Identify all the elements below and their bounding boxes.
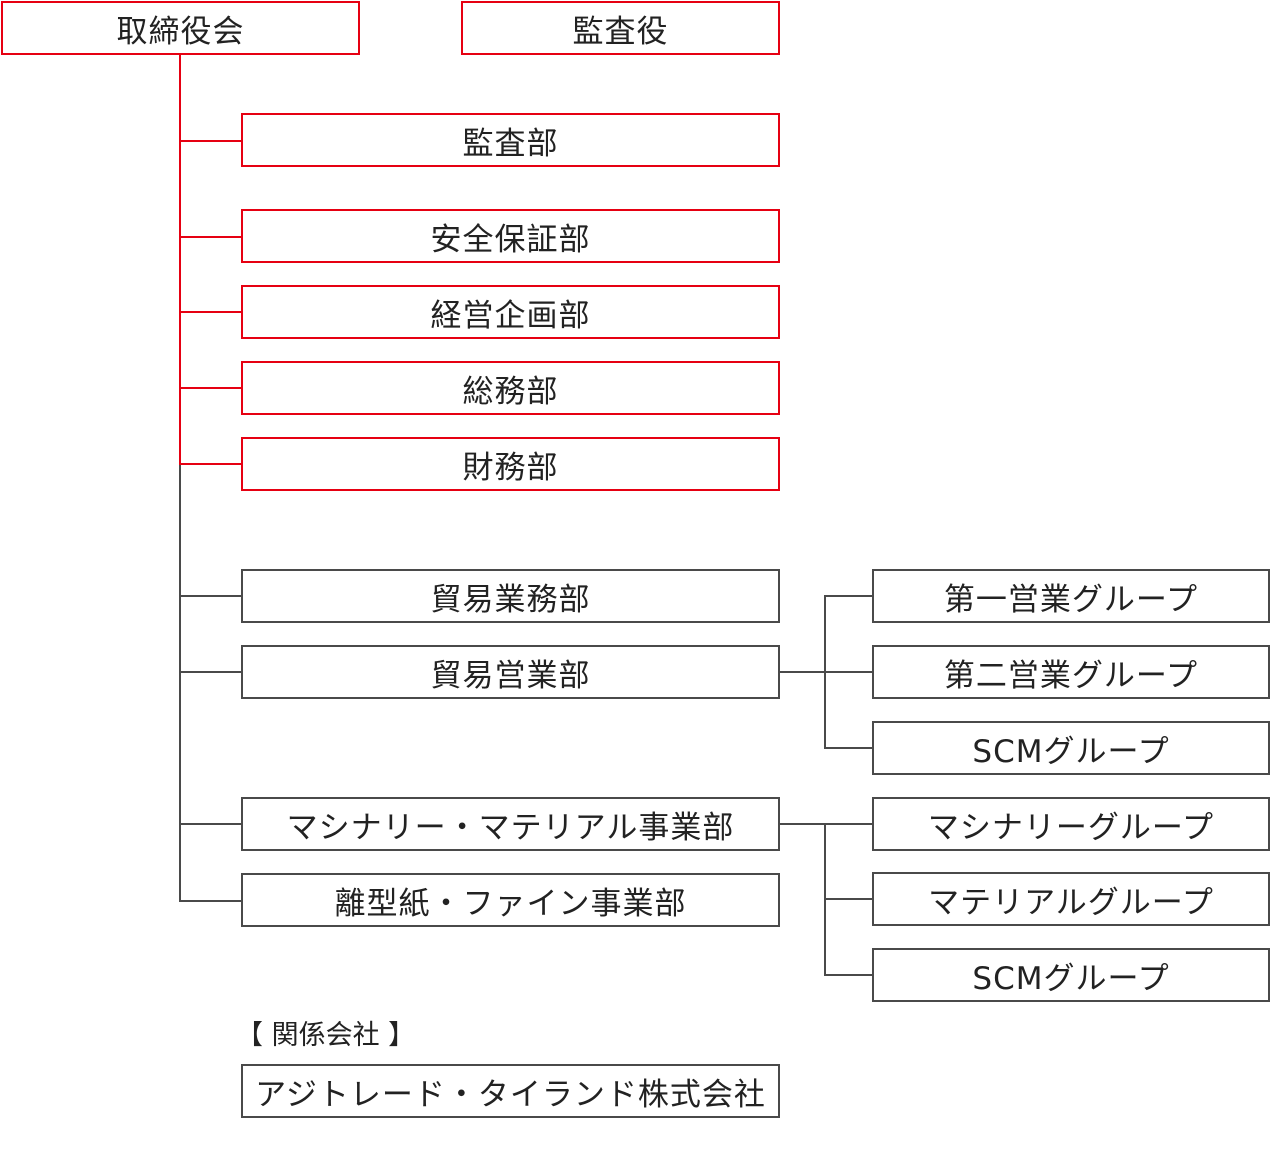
branch-line: [179, 311, 241, 313]
branch-line: [179, 671, 241, 673]
connector-line: [824, 595, 826, 748]
connector-line: [824, 898, 872, 900]
connector-line: [824, 974, 872, 976]
group-machinery: マシナリーグループ: [872, 797, 1270, 851]
dept-label: マシナリー・マテリアル事業部: [286, 809, 735, 846]
group-second-sales: 第二営業グループ: [872, 645, 1270, 699]
auditor-label: 監査役: [572, 13, 669, 50]
group-material: マテリアルグループ: [872, 872, 1270, 926]
group-scm-machinery: SCMグループ: [872, 948, 1270, 1002]
group-label: 第一営業グループ: [943, 581, 1199, 618]
dept-corporate-planning: 経営企画部: [241, 285, 780, 339]
dept-trade-operations: 貿易業務部: [241, 569, 780, 623]
dept-safety-assurance: 安全保証部: [241, 209, 780, 263]
group-label: 第二営業グループ: [943, 657, 1199, 694]
dept-audit: 監査部: [241, 113, 780, 167]
branch-line: [179, 236, 241, 238]
branch-line: [179, 900, 241, 902]
dept-release-paper-fine: 離型紙・ファイン事業部: [241, 873, 780, 927]
dept-label: 離型紙・ファイン事業部: [334, 885, 687, 922]
affiliates-heading: 【 関係会社 】: [236, 1020, 416, 1051]
group-label: マシナリーグループ: [927, 809, 1215, 846]
trunk-line-management: [179, 54, 181, 464]
board-of-directors-box: 取締役会: [1, 1, 360, 55]
group-first-sales: 第一営業グループ: [872, 569, 1270, 623]
dept-label: 経営企画部: [430, 297, 591, 334]
affiliate-company-label: アジトレード・タイランド株式会社: [255, 1076, 766, 1113]
dept-label: 貿易業務部: [430, 581, 591, 618]
trunk-line-business: [179, 464, 181, 902]
dept-label: 貿易営業部: [430, 657, 591, 694]
dept-machinery-material: マシナリー・マテリアル事業部: [241, 797, 780, 851]
affiliate-company-box: アジトレード・タイランド株式会社: [241, 1064, 780, 1118]
group-label: SCMグループ: [972, 960, 1170, 997]
dept-general-affairs: 総務部: [241, 361, 780, 415]
group-scm-trade: SCMグループ: [872, 721, 1270, 775]
dept-label: 監査部: [462, 125, 559, 162]
dept-label: 安全保証部: [430, 221, 591, 258]
group-label: SCMグループ: [972, 733, 1170, 770]
board-of-directors-label: 取締役会: [116, 13, 245, 50]
connector-line: [824, 747, 872, 749]
connector-line: [824, 595, 872, 597]
dept-label: 財務部: [462, 449, 559, 486]
dept-label: 総務部: [462, 373, 559, 410]
group-label: マテリアルグループ: [928, 884, 1214, 921]
branch-line: [179, 823, 241, 825]
branch-line: [179, 140, 241, 142]
branch-line: [179, 463, 241, 465]
dept-trade-sales: 貿易営業部: [241, 645, 780, 699]
branch-line: [179, 595, 241, 597]
dept-finance: 財務部: [241, 437, 780, 491]
auditor-box: 監査役: [461, 1, 780, 55]
branch-line: [179, 387, 241, 389]
